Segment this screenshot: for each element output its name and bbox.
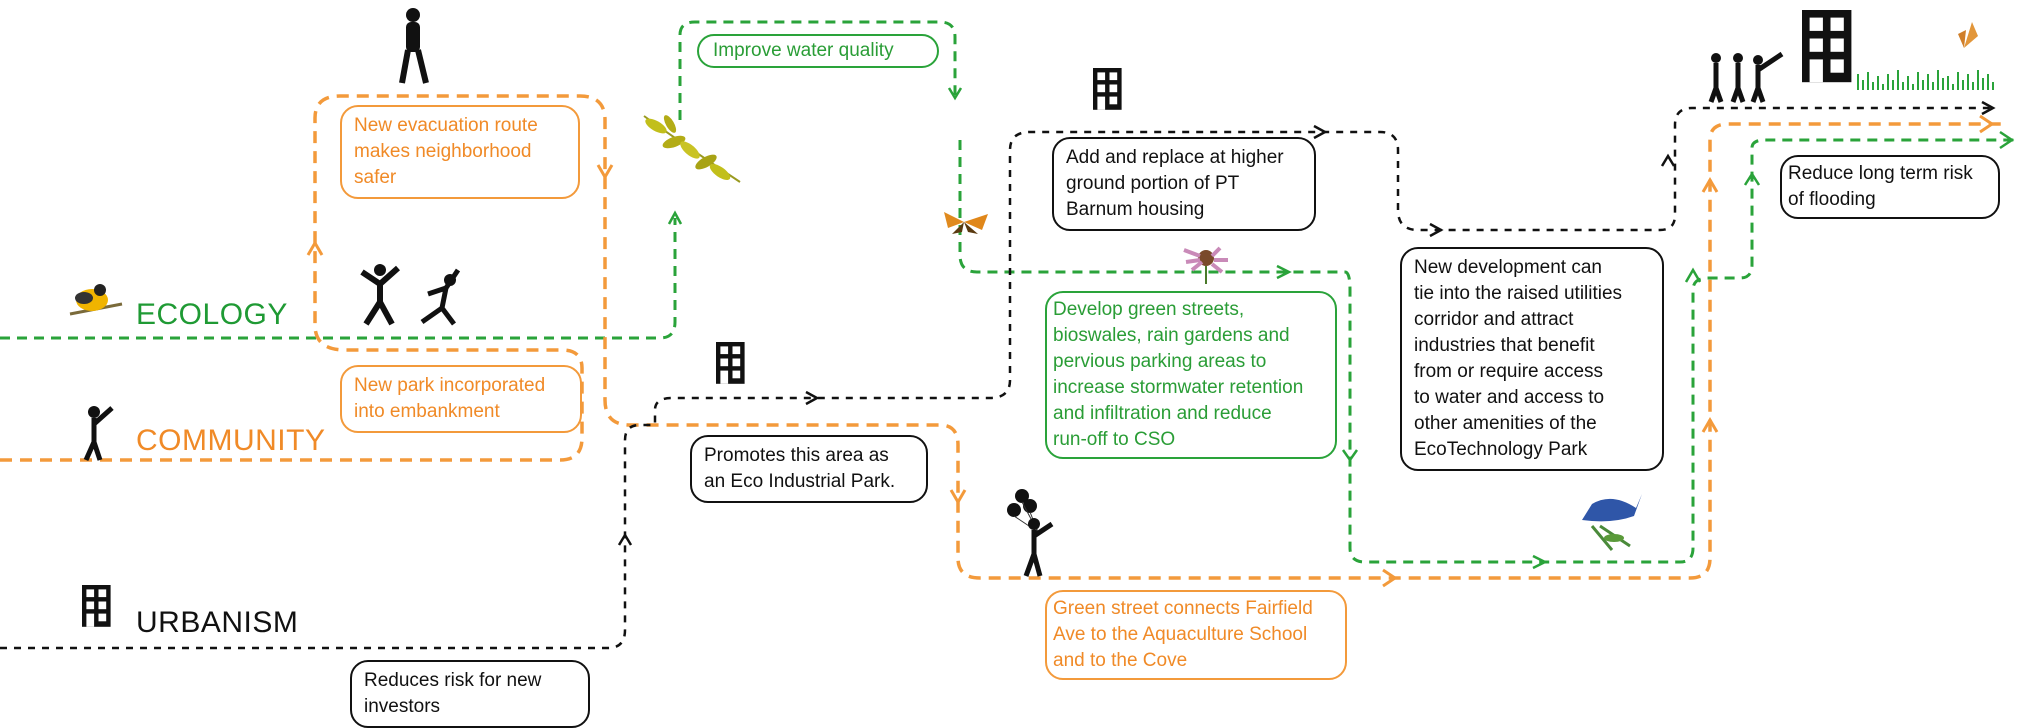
box-line: ground portion of PT xyxy=(1066,173,1240,194)
flooding-risk-box: Reduce long term risk of flooding xyxy=(1780,155,2000,219)
box-line: Green street connects Fairfield xyxy=(1053,598,1313,619)
track-label-community: COMMUNITY xyxy=(136,424,326,457)
box-line: Reduce long term risk xyxy=(1788,163,1973,184)
person-with-stick-icon xyxy=(83,406,114,462)
people-jumping-icon xyxy=(360,264,461,326)
box-line: and infiltration and reduce xyxy=(1053,403,1272,424)
box-line: Reduces risk for new xyxy=(364,670,542,691)
butterfly-icon xyxy=(1958,22,1978,48)
box-line: industries that benefit xyxy=(1414,335,1595,356)
fairfield-ave-box: Green street connects Fairfield Ave to t… xyxy=(1045,590,1347,680)
evacuation-route-box: New evacuation route makes neighborhood … xyxy=(340,105,580,199)
new-investors-box: Reduces risk for new investors xyxy=(350,660,590,728)
butterfly-icon xyxy=(944,212,988,234)
box-line: Promotes this area as xyxy=(704,445,889,466)
box-line: into embankment xyxy=(354,401,500,422)
box-line: and to the Cove xyxy=(1053,650,1188,671)
leaf-branch-icon xyxy=(643,115,741,183)
box-line: New evacuation route xyxy=(354,115,538,136)
bird-icon xyxy=(69,284,123,316)
box-line: Ave to the Aquaculture School xyxy=(1053,624,1308,645)
box-line: Add and replace at higher xyxy=(1066,147,1284,168)
box-line: safer xyxy=(354,167,397,188)
box-line: corridor and attract xyxy=(1414,309,1574,330)
grass-icon xyxy=(1857,70,1994,90)
box-line: EcoTechnology Park xyxy=(1414,439,1588,460)
water-quality-box: Improve water quality xyxy=(697,34,939,68)
box-line: New development can xyxy=(1414,257,1602,278)
box-line: of flooding xyxy=(1788,189,1876,210)
eco-industrial-park-box: Promotes this area as an Eco Industrial … xyxy=(690,435,928,503)
new-development-box: New development can tie into the raised … xyxy=(1400,247,1664,471)
box-line: to water and access to xyxy=(1414,387,1605,408)
box-line: New park incorporated xyxy=(354,375,546,396)
flower-icon xyxy=(1183,246,1228,284)
box-line: investors xyxy=(364,696,441,717)
people-group-icon xyxy=(1708,51,1784,103)
park-embankment-box: New park incorporated into embankment xyxy=(340,365,582,433)
box-line: an Eco Industrial Park. xyxy=(704,471,896,492)
box-line: Develop green streets, xyxy=(1053,299,1245,320)
box-line: run-off to CSO xyxy=(1053,429,1176,450)
ecology-path xyxy=(0,20,2015,564)
community-path xyxy=(0,94,2005,580)
box-line: other amenities of the xyxy=(1414,413,1597,434)
track-label-urbanism: URBANISM xyxy=(136,606,299,639)
swallow-bird-icon xyxy=(1582,494,1642,551)
box-line: Barnum housing xyxy=(1066,199,1205,220)
box-line: pervious parking areas to xyxy=(1053,351,1267,372)
box-line: Improve water quality xyxy=(713,40,894,61)
box-line: from or require access xyxy=(1414,361,1604,382)
box-line: bioswales, rain gardens and xyxy=(1053,325,1290,346)
person-balloons-icon xyxy=(1007,489,1054,577)
urbanism-path xyxy=(0,106,1995,650)
box-line: increase stormwater retention xyxy=(1053,377,1304,398)
person-walking-icon xyxy=(399,8,429,84)
box-line: makes neighborhood xyxy=(354,141,532,162)
track-label-ecology: ECOLOGY xyxy=(136,298,288,331)
green-streets-box: Develop green streets, bioswales, rain g… xyxy=(1045,291,1337,459)
box-line: tie into the raised utilities xyxy=(1414,283,1623,304)
pt-barnum-box: Add and replace at higher ground portion… xyxy=(1052,137,1316,231)
